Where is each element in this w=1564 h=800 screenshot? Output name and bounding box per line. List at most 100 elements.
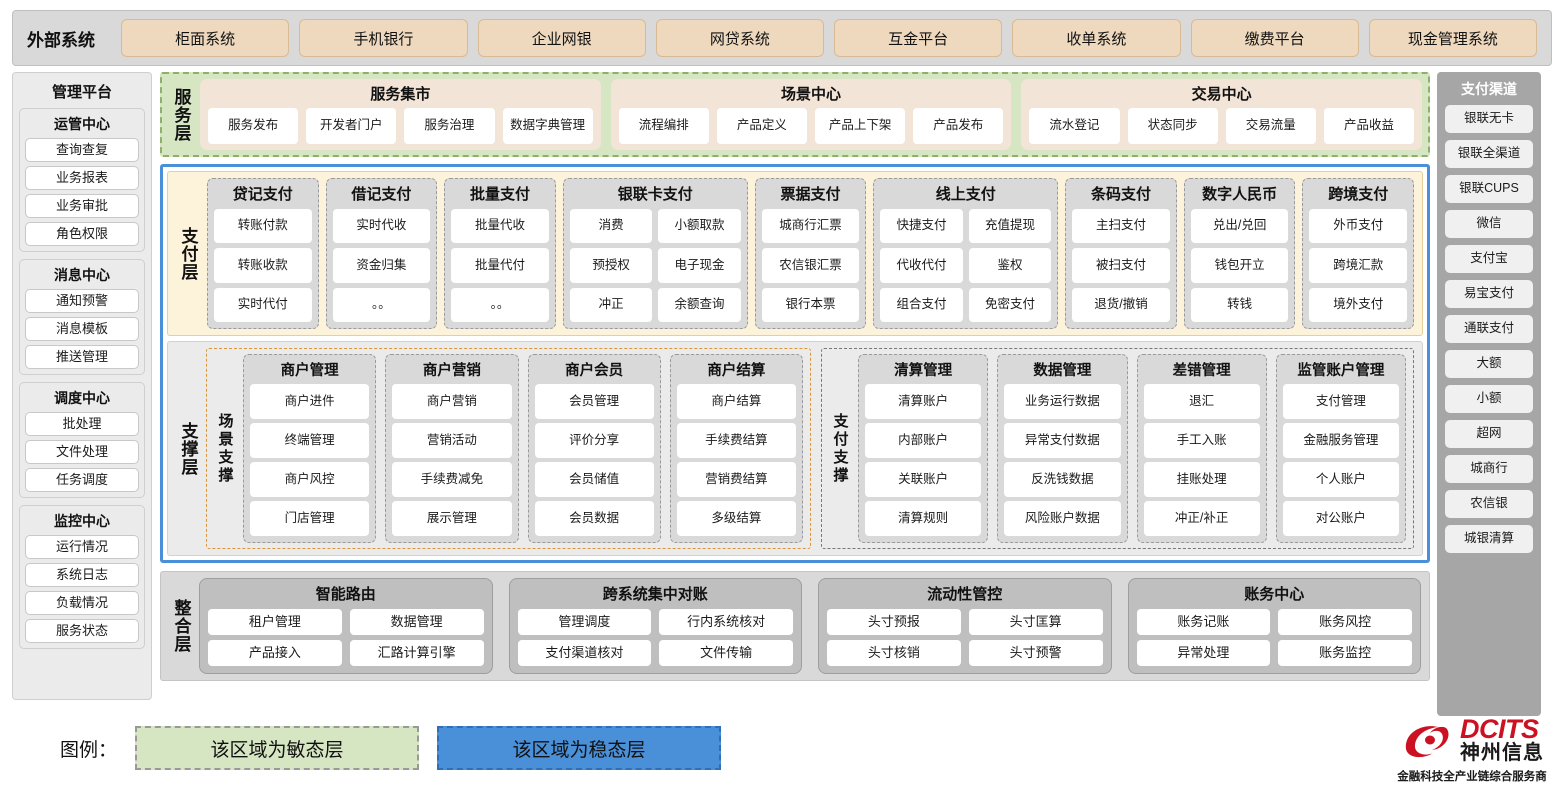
payment-item[interactable]: 鉴权 — [968, 248, 1052, 283]
service-item[interactable]: 服务发布 — [208, 108, 299, 144]
integration-item[interactable]: 支付渠道核对 — [517, 640, 652, 666]
management-item[interactable]: 负载情况 — [25, 591, 139, 615]
payment-item[interactable]: 实时代收 — [332, 209, 431, 244]
payment-item[interactable]: 批量代收 — [451, 209, 549, 244]
integration-item[interactable]: 汇路计算引擎 — [349, 640, 484, 666]
scene-support-item[interactable]: 手续费结算 — [676, 423, 796, 458]
scene-support-item[interactable]: 会员储值 — [534, 462, 654, 497]
payment-item[interactable]: 转账收款 — [214, 248, 312, 283]
management-item[interactable]: 业务报表 — [25, 166, 139, 190]
service-item[interactable]: 流水登记 — [1029, 108, 1120, 144]
payment-support-item[interactable]: 反洗钱数据 — [1004, 462, 1121, 497]
payment-support-item[interactable]: 手工入账 — [1143, 423, 1260, 458]
management-item[interactable]: 查询查复 — [25, 138, 139, 162]
payment-support-item[interactable]: 关联账户 — [865, 462, 982, 497]
payment-item[interactable]: 免密支付 — [968, 287, 1052, 322]
payment-item[interactable]: 实时代付 — [214, 287, 312, 322]
management-item[interactable]: 文件处理 — [25, 440, 139, 464]
payment-item[interactable]: 。。 — [332, 287, 431, 322]
integration-item[interactable]: 异常处理 — [1136, 640, 1271, 666]
scene-support-item[interactable]: 商户营销 — [392, 384, 512, 419]
external-system-chip[interactable]: 企业网银 — [477, 19, 646, 57]
payment-item[interactable]: 银行本票 — [761, 287, 860, 322]
integration-item[interactable]: 数据管理 — [349, 609, 484, 635]
integration-item[interactable]: 账务风控 — [1278, 609, 1412, 635]
integration-item[interactable]: 管理调度 — [517, 609, 652, 635]
integration-item[interactable]: 头寸核销 — [827, 640, 961, 666]
payment-item[interactable]: 外币支付 — [1309, 209, 1408, 244]
payment-item[interactable]: 代收代付 — [880, 248, 963, 283]
payment-item[interactable]: 转钱 — [1190, 287, 1289, 322]
payment-support-item[interactable]: 金融服务管理 — [1282, 423, 1399, 458]
payment-support-item[interactable]: 支付管理 — [1282, 384, 1399, 419]
scene-support-item[interactable]: 商户结算 — [676, 384, 796, 419]
management-item[interactable]: 运行情况 — [25, 535, 139, 559]
payment-item[interactable]: 消费 — [569, 209, 653, 244]
scene-support-item[interactable]: 门店管理 — [250, 501, 370, 536]
service-item[interactable]: 状态同步 — [1127, 108, 1218, 144]
payment-item[interactable]: 跨境汇款 — [1309, 248, 1408, 283]
payment-item[interactable]: 农信银汇票 — [761, 248, 860, 283]
external-system-chip[interactable]: 缴费平台 — [1190, 19, 1359, 57]
payment-channel-item[interactable]: 易宝支付 — [1445, 280, 1533, 308]
payment-support-item[interactable]: 异常支付数据 — [1004, 423, 1121, 458]
management-item[interactable]: 角色权限 — [25, 222, 139, 246]
payment-channel-item[interactable]: 农信银 — [1445, 490, 1533, 518]
payment-item[interactable]: 转账付款 — [214, 209, 312, 244]
payment-item[interactable]: 余额查询 — [658, 287, 741, 322]
service-item[interactable]: 产品发布 — [913, 108, 1004, 144]
management-item[interactable]: 任务调度 — [25, 468, 139, 492]
payment-item[interactable]: 主扫支付 — [1072, 209, 1170, 244]
integration-item[interactable]: 产品接入 — [208, 640, 342, 666]
payment-support-item[interactable]: 挂账处理 — [1143, 462, 1260, 497]
scene-support-item[interactable]: 终端管理 — [250, 423, 370, 458]
payment-support-item[interactable]: 冲正/补正 — [1143, 501, 1260, 536]
payment-support-item[interactable]: 个人账户 — [1282, 462, 1399, 497]
payment-item[interactable]: 。。 — [451, 287, 549, 322]
integration-item[interactable]: 头寸匡算 — [968, 609, 1103, 635]
management-item[interactable]: 推送管理 — [25, 345, 139, 369]
payment-item[interactable]: 电子现金 — [658, 248, 741, 283]
service-item[interactable]: 数据字典管理 — [502, 108, 593, 144]
management-item[interactable]: 系统日志 — [25, 563, 139, 587]
payment-item[interactable]: 钱包开立 — [1190, 248, 1289, 283]
integration-item[interactable]: 账务监控 — [1278, 640, 1412, 666]
payment-support-item[interactable]: 退汇 — [1143, 384, 1260, 419]
external-system-chip[interactable]: 互金平台 — [834, 19, 1003, 57]
payment-channel-item[interactable]: 银联CUPS — [1445, 175, 1533, 203]
payment-item[interactable]: 境外支付 — [1309, 287, 1408, 322]
payment-item[interactable]: 组合支付 — [880, 287, 963, 322]
payment-item[interactable]: 快捷支付 — [880, 209, 963, 244]
payment-item[interactable]: 充值提现 — [968, 209, 1052, 244]
scene-support-item[interactable]: 商户进件 — [250, 384, 370, 419]
payment-channel-item[interactable]: 通联支付 — [1445, 315, 1533, 343]
payment-item[interactable]: 资金归集 — [332, 248, 431, 283]
scene-support-item[interactable]: 展示管理 — [392, 501, 512, 536]
integration-item[interactable]: 文件传输 — [659, 640, 793, 666]
payment-item[interactable]: 城商行汇票 — [761, 209, 860, 244]
service-item[interactable]: 流程编排 — [618, 108, 709, 144]
payment-channel-item[interactable]: 微信 — [1445, 210, 1533, 238]
integration-item[interactable]: 行内系统核对 — [659, 609, 793, 635]
scene-support-item[interactable]: 手续费减免 — [392, 462, 512, 497]
external-system-chip[interactable]: 收单系统 — [1012, 19, 1181, 57]
payment-support-item[interactable]: 风险账户数据 — [1004, 501, 1121, 536]
payment-item[interactable]: 兑出/兑回 — [1190, 209, 1289, 244]
management-item[interactable]: 消息模板 — [25, 317, 139, 341]
payment-support-item[interactable]: 业务运行数据 — [1004, 384, 1121, 419]
management-item[interactable]: 业务审批 — [25, 194, 139, 218]
scene-support-item[interactable]: 会员管理 — [534, 384, 654, 419]
service-item[interactable]: 交易流量 — [1225, 108, 1316, 144]
external-system-chip[interactable]: 手机银行 — [299, 19, 468, 57]
service-item[interactable]: 产品上下架 — [815, 108, 906, 144]
external-system-chip[interactable]: 柜面系统 — [121, 19, 290, 57]
payment-item[interactable]: 被扫支付 — [1072, 248, 1170, 283]
scene-support-item[interactable]: 商户风控 — [250, 462, 370, 497]
external-system-chip[interactable]: 现金管理系统 — [1368, 19, 1537, 57]
scene-support-item[interactable]: 评价分享 — [534, 423, 654, 458]
payment-channel-item[interactable]: 大额 — [1445, 350, 1533, 378]
payment-support-item[interactable]: 清算账户 — [865, 384, 982, 419]
payment-channel-item[interactable]: 超网 — [1445, 420, 1533, 448]
external-system-chip[interactable]: 网贷系统 — [655, 19, 824, 57]
payment-channel-item[interactable]: 小额 — [1445, 385, 1533, 413]
